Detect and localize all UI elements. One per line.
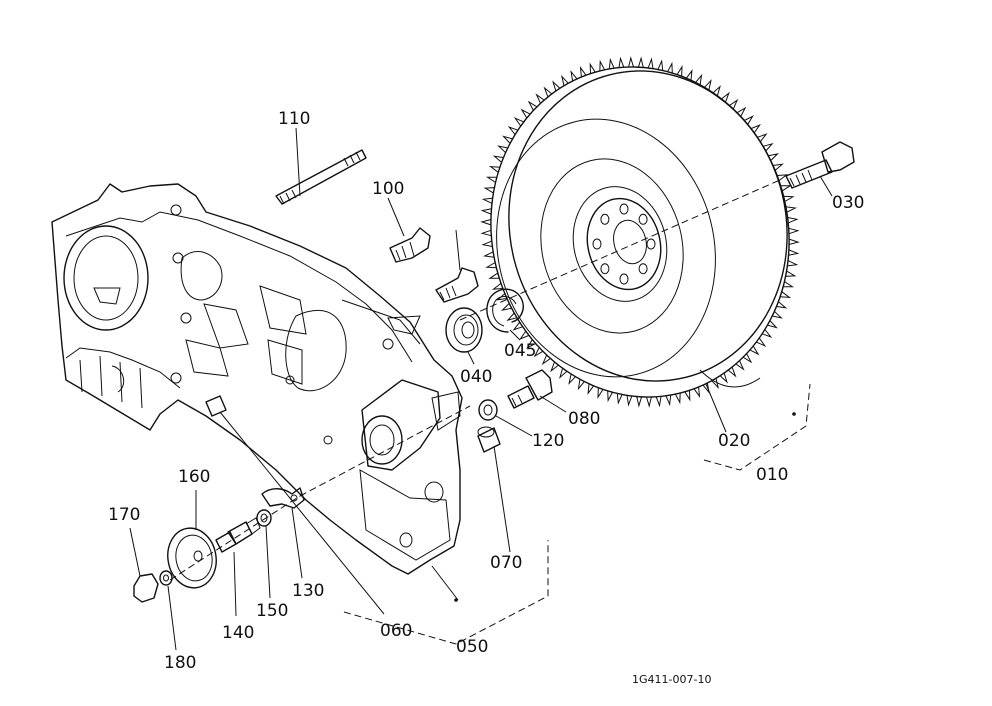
label-150: 150 — [256, 601, 288, 621]
flywheel-020 — [480, 56, 800, 408]
shaft-140 — [215, 517, 261, 553]
pin-060 — [205, 395, 227, 417]
gear-case-050 — [51, 183, 463, 575]
bolt-hole — [619, 273, 629, 285]
stud-110 — [275, 149, 367, 205]
bolt-080 — [507, 369, 553, 409]
bolt-hole — [600, 263, 610, 275]
plug-090 — [435, 267, 479, 303]
bolt-hole — [638, 213, 648, 225]
oil-seal-040 — [445, 307, 483, 353]
label-050: 050 — [456, 637, 488, 657]
leader-lines — [129, 127, 833, 651]
washer-180 — [159, 570, 173, 586]
bolt-hole — [592, 238, 602, 250]
label-140: 140 — [222, 623, 254, 643]
label-160: 160 — [178, 467, 210, 487]
drawing-code: 1G411-007-10 — [632, 673, 711, 686]
washer-120 — [478, 399, 498, 421]
label-060: 060 — [380, 621, 412, 641]
bolt-hole — [600, 213, 610, 225]
bolt-hole — [619, 203, 629, 215]
label-080: 080 — [568, 409, 600, 429]
label-120: 120 — [532, 431, 564, 451]
pin-070 — [477, 426, 501, 453]
label-040: 040 — [460, 367, 492, 387]
plug-100 — [389, 227, 431, 263]
label-110: 110 — [278, 109, 310, 129]
snap-ring-045 — [486, 288, 524, 333]
part-labels: 110 100 030 045 040 080 120 020 010 160 … — [108, 109, 864, 686]
label-030: 030 — [832, 193, 864, 213]
label-170: 170 — [108, 505, 140, 525]
assembly-center-lines — [169, 179, 781, 581]
label-180: 180 — [164, 653, 196, 673]
label-130: 130 — [292, 581, 324, 601]
nut-170 — [133, 573, 159, 603]
label-020: 020 — [718, 431, 750, 451]
washer-150 — [256, 509, 272, 527]
label-100: 100 — [372, 179, 404, 199]
lever-130 — [261, 487, 305, 509]
label-045: 045 — [504, 341, 536, 361]
plate-160 — [167, 527, 217, 589]
label-010: 010 — [756, 465, 788, 485]
bolt-hole — [646, 238, 656, 250]
bolt-hole — [638, 263, 648, 275]
label-070: 070 — [490, 553, 522, 573]
gear-teeth-ring — [480, 56, 800, 408]
bolt-030 — [785, 141, 855, 189]
